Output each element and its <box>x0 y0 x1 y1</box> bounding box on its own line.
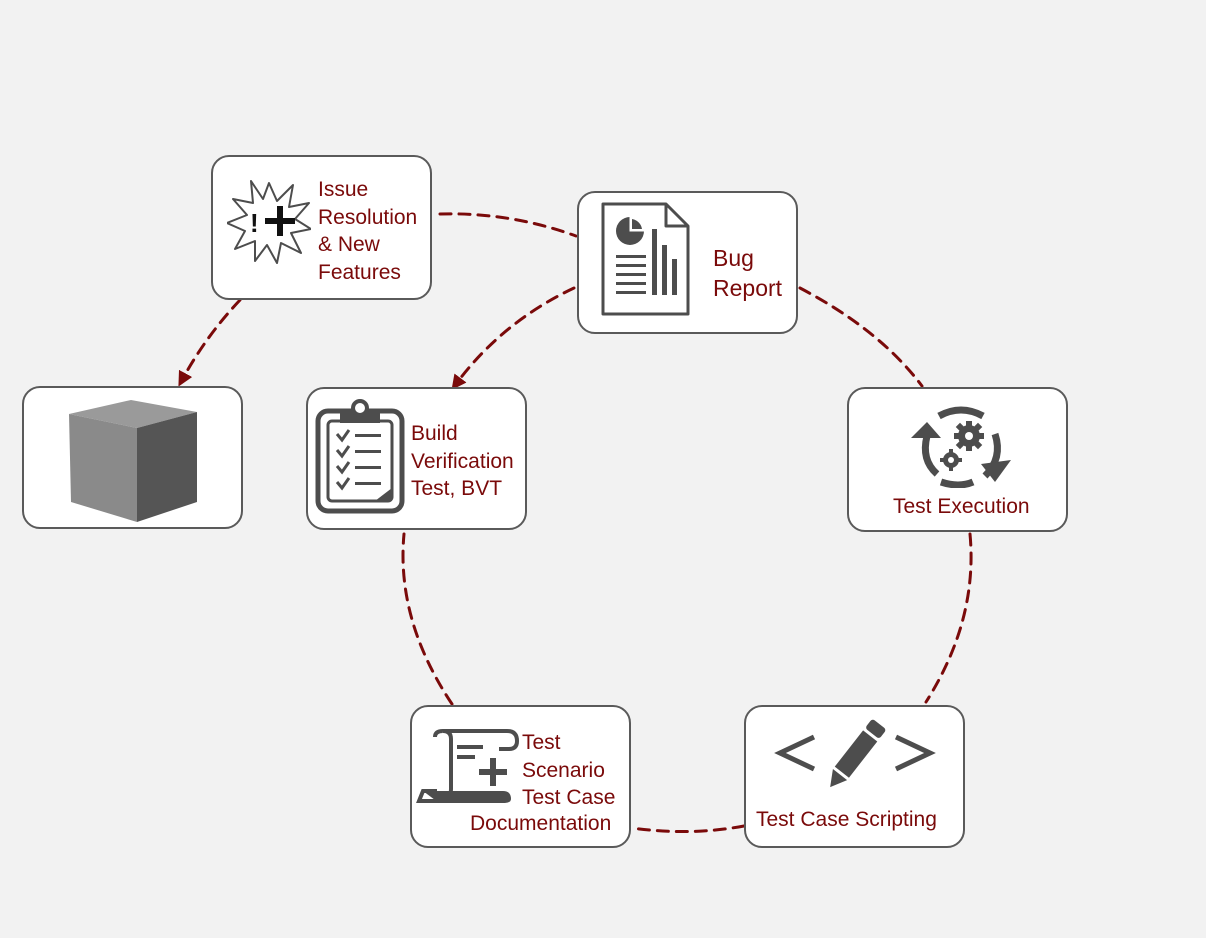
test-documentation-label: Test Scenario Test Case <box>522 731 616 809</box>
test-documentation-label-last: Documentation <box>470 812 612 835</box>
connector-issue-to-bug <box>438 212 578 238</box>
test-scripting-node: Test Case Scripting <box>744 705 965 848</box>
connector-issue-to-release <box>178 298 242 387</box>
cube-icon <box>69 400 197 522</box>
bug-report-label: Bug Report <box>713 245 783 301</box>
report-document-icon <box>601 202 690 316</box>
issue-resolution-node: ! Issue Resolution & New Features <box>211 155 432 300</box>
test-documentation-node: Test Scenario Test Case Documentation <box>410 705 631 848</box>
code-pencil-icon <box>774 719 936 788</box>
test-execution-node: Test Execution <box>847 387 1068 532</box>
connector-bug-to-execution <box>798 286 924 388</box>
gears-cycle-icon <box>911 406 1011 488</box>
connector-scripting-to-documentation <box>630 824 746 834</box>
issue-burst-icon: ! <box>227 180 311 264</box>
release-cube-node <box>22 386 243 529</box>
connector-bug-to-build <box>451 286 576 391</box>
svg-text:!: ! <box>250 208 259 238</box>
issue-resolution-label: Issue Resolution & New Features <box>318 178 418 284</box>
clipboard-checklist-icon <box>315 399 405 514</box>
build-verification-node: Build Verification Test, BVT <box>306 387 527 530</box>
bug-report-node: Bug Report <box>577 191 798 334</box>
test-execution-label: Test Execution <box>893 495 1030 518</box>
connector-documentation-to-build <box>401 532 454 706</box>
build-verification-label: Build Verification Test, BVT <box>411 422 514 500</box>
connector-execution-to-scripting <box>924 532 973 704</box>
test-scripting-label: Test Case Scripting <box>756 808 937 831</box>
scroll-add-icon <box>416 729 520 803</box>
